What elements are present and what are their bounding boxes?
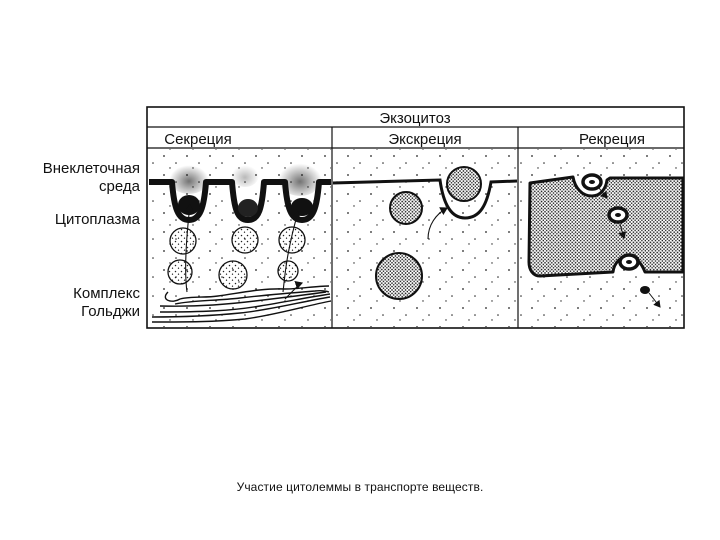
- secretory-vesicle: [278, 226, 306, 254]
- secretory-vesicle: [218, 260, 248, 290]
- recretion-arrow: [648, 292, 661, 308]
- label-extracellular-environment: Внеклеточная среда: [43, 160, 140, 196]
- label-extracellular-line1: Внеклеточная: [42, 160, 140, 177]
- label-cytoplasm: Цитоплазма: [54, 211, 140, 228]
- secretory-vesicle: [169, 227, 197, 255]
- secretory-vesicle: [231, 226, 259, 254]
- secretory-vesicle: [277, 260, 299, 282]
- recretion-cell: [527, 175, 685, 278]
- label-golgi-line2: Гольджи: [81, 303, 140, 320]
- recretion-panel: [519, 149, 685, 327]
- released-particle: [640, 286, 650, 294]
- secretory-vesicle: [167, 259, 193, 285]
- secretion-arrow: [282, 210, 301, 293]
- label-extracellular-line2: среда: [99, 178, 140, 195]
- secretion-arrow: [284, 280, 304, 300]
- excretory-vesicle: [389, 191, 423, 225]
- label-golgi-line1: Комплекс: [73, 285, 140, 302]
- recretion-arrow: [598, 187, 608, 199]
- excreted-vesicle: [446, 166, 482, 202]
- excretory-vesicle: [375, 252, 423, 300]
- secretion-panel: [148, 149, 332, 327]
- figure-caption: Участие цитолеммы в транспорте веществ.: [236, 480, 484, 494]
- column-label-excretion: Экскреция: [388, 131, 461, 148]
- column-label-recretion: Рекреция: [579, 131, 645, 148]
- recretion-arrow: [618, 223, 627, 239]
- plasma-membrane: [332, 178, 518, 220]
- header-title: Экзоцитоз: [379, 110, 450, 127]
- plasma-membrane: [149, 179, 331, 223]
- golgi-cisternae: [151, 285, 332, 323]
- excretion-arrow: [427, 207, 448, 240]
- column-label-secretion: Секреция: [164, 131, 232, 148]
- excretion-panel: [332, 149, 518, 327]
- label-golgi-complex: Комплекс Гольджи: [73, 285, 140, 321]
- secretion-arrow: [184, 203, 194, 293]
